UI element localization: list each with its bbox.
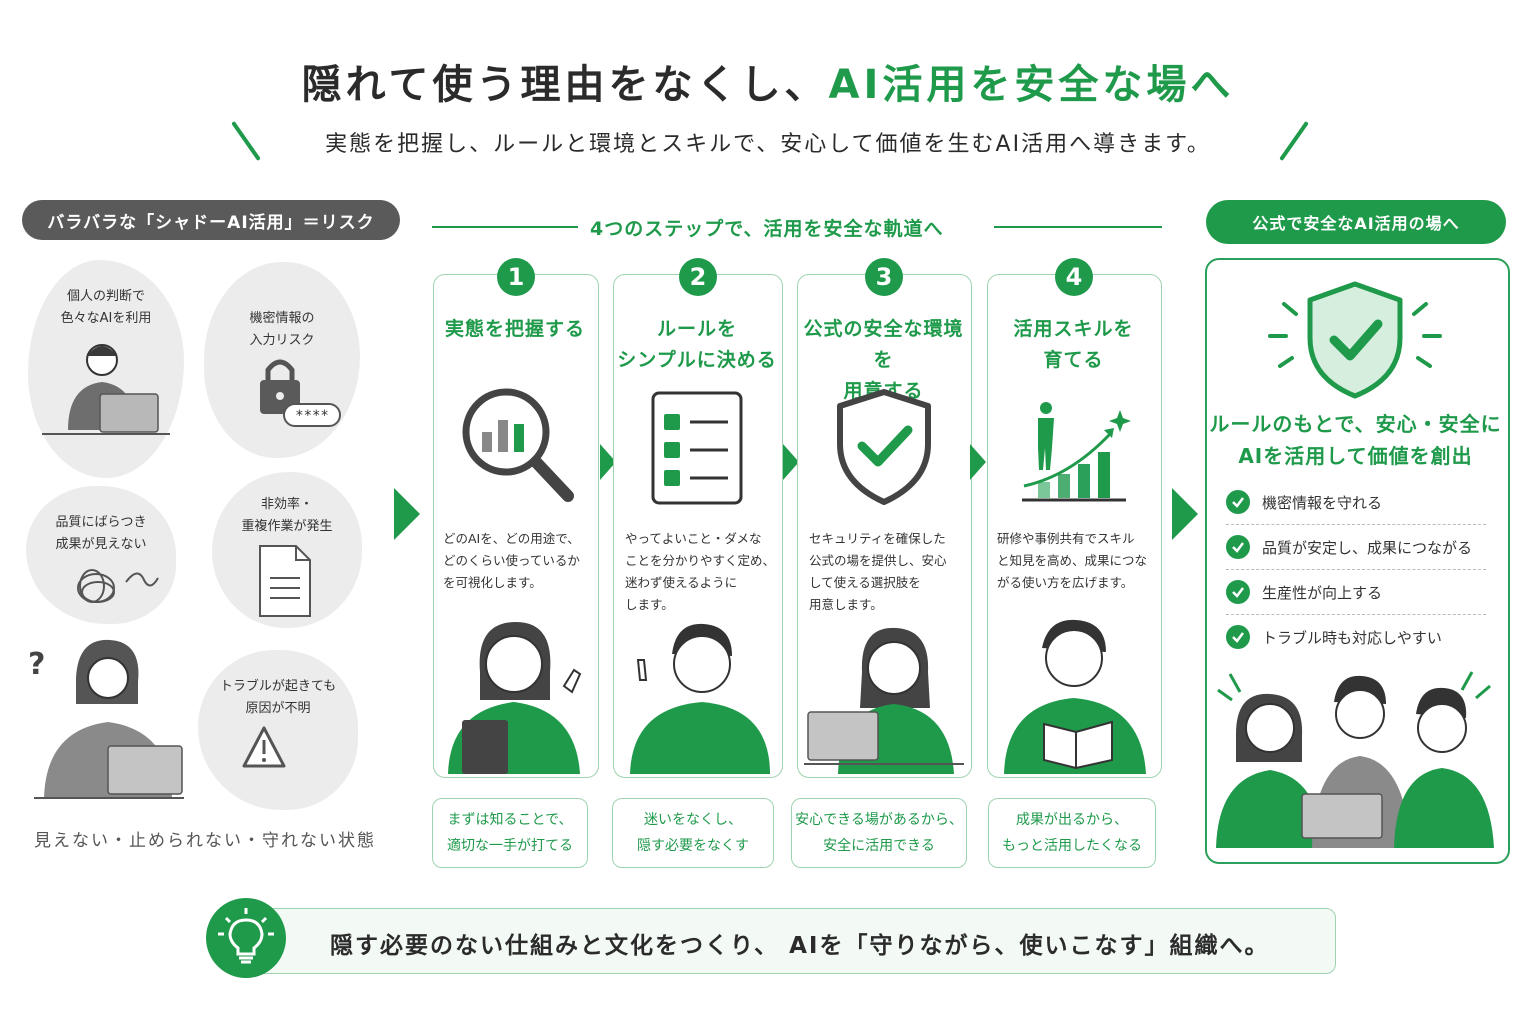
lightbulb-icon	[218, 908, 274, 964]
warning-icon	[242, 726, 286, 768]
step-note-4: 成果が出るから、もっと活用したくなる	[988, 798, 1156, 868]
check-icon	[1226, 535, 1250, 559]
risk-label: バラバラな「シャドーAI活用」＝リスク	[22, 200, 400, 240]
step-note-3: 安心できる場があるから、安全に活用できる	[791, 798, 967, 868]
step-desc-3: セキュリティを確保した公式の場を提供し、安心して使える選択肢を用意します。	[809, 531, 947, 612]
benefit-item: 機密情報を守れる	[1226, 480, 1486, 525]
woman-laptop-illustration	[804, 627, 964, 774]
risk-item-trouble: トラブルが起きても原因が不明	[198, 650, 358, 810]
checklist-icon	[651, 391, 743, 505]
chevron-right-icon	[970, 444, 986, 480]
check-icon	[1226, 625, 1250, 649]
benefit-item: 品質が安定し、成果につながる	[1226, 525, 1486, 570]
chevron-right-icon	[783, 444, 799, 480]
tangle-icon	[77, 569, 159, 603]
svg-text:****: ****	[295, 408, 329, 424]
result-panel	[1205, 258, 1510, 864]
growth-chart-icon	[1022, 402, 1131, 502]
step-card-4	[987, 274, 1162, 778]
step-number-3: 3	[865, 258, 903, 296]
steps-header-line-right	[994, 226, 1162, 228]
step-title-1: 実態を把握する	[444, 318, 585, 340]
steps-header: 4つのステップで、活用を安全な軌道へ	[590, 218, 944, 240]
step-note-2: 迷いをなくし、隠す必要をなくす	[612, 798, 774, 868]
step-desc-4: 研修や事例共有でスキルと知見を高め、成果につながる使い方を広げます。	[997, 531, 1148, 590]
benefit-item: 生産性が向上する	[1226, 570, 1486, 615]
magnifier-chart-icon	[462, 388, 574, 502]
step-desc-1: どのAIを、どの用途で、どのくらい使っているかを可視化します。	[443, 531, 580, 590]
man-pointing-illustration	[630, 623, 770, 774]
confused-person-illustration: ?	[28, 639, 184, 799]
chevron-right-icon	[600, 444, 616, 480]
result-label: 公式で安全なAI活用の場へ	[1206, 200, 1506, 244]
risk-item-inefficiency: 非効率・重複作業が発生	[212, 472, 362, 628]
benefit-list: 機密情報を守れる 品質が安定し、成果につながる 生産性が向上する トラブル時も対…	[1226, 480, 1486, 659]
padlock-icon: ****	[260, 359, 341, 427]
risk-footer: 見えない・止められない・守れない状態	[34, 831, 376, 851]
man-reading-illustration	[1004, 619, 1146, 774]
step-desc-2: やってよいこと・ダメなことを分かりやすく定め、迷わず使えるようにします。	[625, 531, 776, 612]
risk-item-individual: 個人の判断で色々なAIを利用	[28, 260, 184, 478]
step-card-2	[613, 274, 783, 778]
team-illustration	[1216, 671, 1494, 848]
title-part1: 隠れて使う理由をなくし、	[301, 62, 829, 108]
check-icon	[1226, 490, 1250, 514]
check-icon	[1226, 580, 1250, 604]
step-title-4: 活用スキルを育てる	[1013, 318, 1134, 371]
risk-item-quality: 品質にばらつき成果が見えない	[26, 486, 176, 624]
risk-item-confidential: 機密情報の入力リスク ****	[204, 262, 360, 458]
person-laptop-illustration	[42, 344, 170, 435]
steps-header-line-left	[432, 226, 578, 228]
arrow-right-icon	[1172, 488, 1198, 540]
title-part2: AI活用を安全な場へ	[828, 62, 1235, 108]
benefit-item: トラブル時も対応しやすい	[1226, 615, 1486, 659]
step-number-1: 1	[497, 258, 535, 296]
step-note-1: まずは知ることで、適切な一手が打てる	[432, 798, 588, 868]
page-title: 隠れて使う理由をなくし、AI活用を安全な場へ	[0, 52, 1536, 110]
question-icon: ?	[28, 647, 45, 682]
page-subtitle: 実態を把握し、ルールと環境とスキルで、安心して価値を生むAI活用へ導きます。	[325, 132, 1211, 157]
shield-check-icon	[837, 389, 931, 505]
step-number-2: 2	[679, 258, 717, 296]
step-number-4: 4	[1055, 258, 1093, 296]
arrow-right-icon	[394, 488, 420, 540]
bottom-message: 隠す必要のない仕組みと文化をつくり、 AIを「守りながら、使いこなす」組織へ。	[330, 933, 1270, 959]
step-title-2: ルールをシンプルに決める	[617, 318, 777, 371]
woman-clipboard-illustration	[448, 622, 582, 774]
shield-check-icon	[1268, 281, 1442, 399]
lightbulb-badge	[206, 898, 286, 978]
document-icon	[259, 545, 311, 617]
bottom-message-bar	[236, 908, 1336, 974]
